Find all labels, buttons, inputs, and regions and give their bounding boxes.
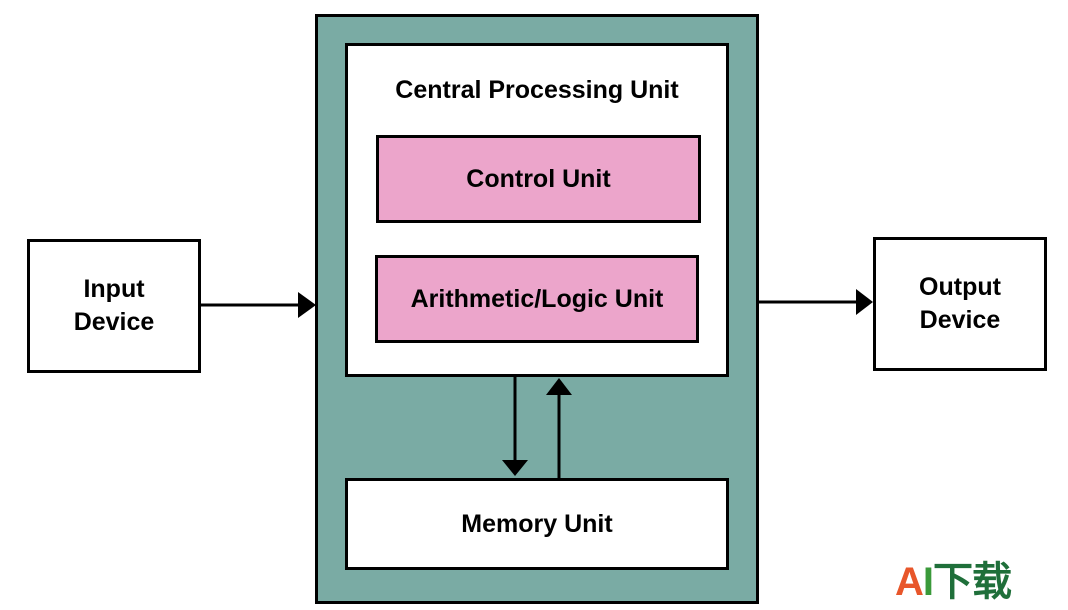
control-unit-box: Control Unit: [376, 135, 701, 223]
alu-box: Arithmetic/Logic Unit: [375, 255, 699, 343]
memory-unit-label: Memory Unit: [461, 509, 613, 538]
input-device-box: Input Device: [27, 239, 201, 373]
cpu-title: Central Processing Unit: [395, 76, 679, 104]
output-device-box: Output Device: [873, 237, 1047, 371]
input-device-label: Input Device: [73, 275, 155, 336]
memory-unit-box: Memory Unit: [345, 478, 729, 570]
control-unit-label: Control Unit: [466, 164, 611, 193]
input-to-cpu-arrow: [201, 292, 316, 318]
output-device-label: Output Device: [919, 273, 1001, 334]
cpu-to-output-arrow: [759, 289, 873, 315]
watermark-logo: AI下载: [895, 560, 1012, 604]
alu-label: Arithmetic/Logic Unit: [410, 284, 664, 313]
